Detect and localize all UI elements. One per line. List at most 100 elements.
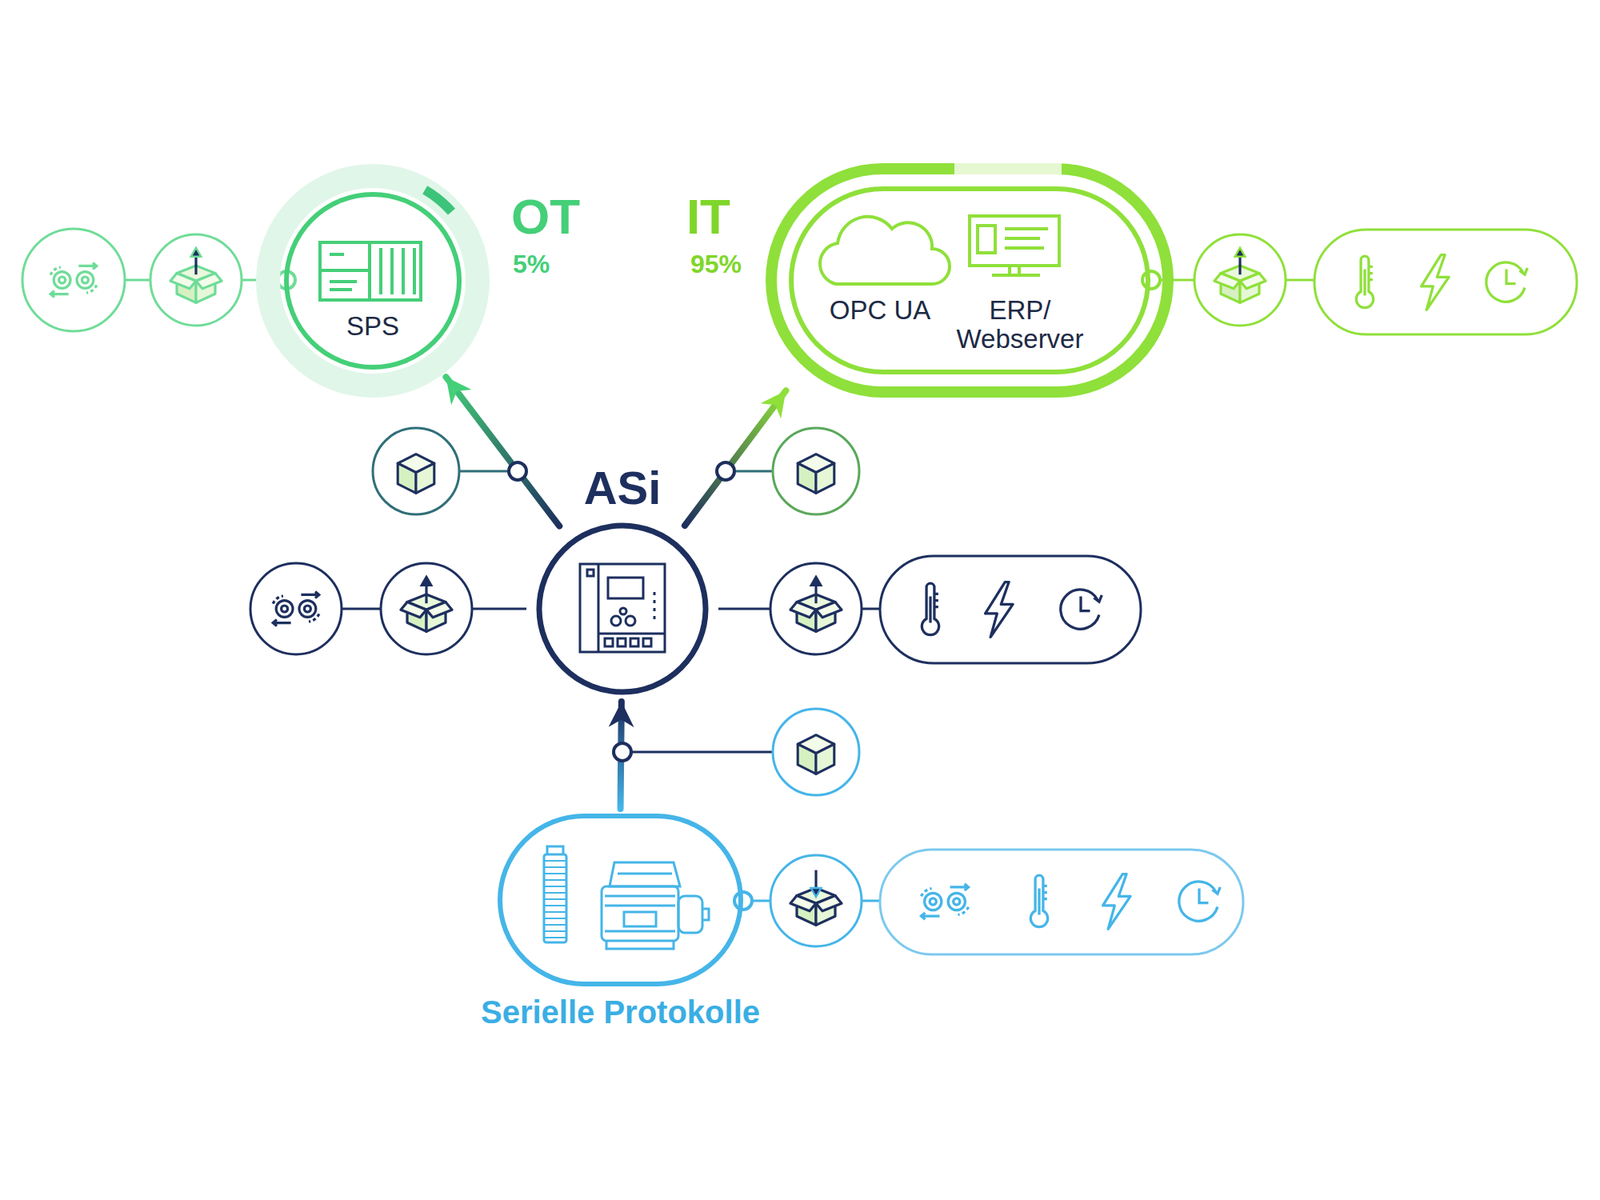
asi-device-chain [880,556,1141,664]
asi-gateway-icon [580,564,665,652]
ot-device-chain [170,248,222,304]
cloud-icon [820,216,950,284]
node-label: ERP/ Webserver [944,296,1096,355]
node-outline [286,194,460,368]
plc-icon [320,242,421,300]
data-branch [716,462,735,480]
it-capsule: IT95%OPC UAERP/ Webserver [765,163,1174,398]
serial-device-chain [770,855,862,947]
ot-device-chain [22,228,296,332]
data-branch [613,743,632,761]
serial-device-chain [1103,874,1131,930]
node-outline [255,163,491,399]
sensor-icon [544,846,567,943]
asi-circle: ASi [536,522,709,696]
serial-device-chain [790,870,842,926]
it-device-chain [1142,271,1160,289]
node-heading: Serielle Protokolle [480,996,760,1028]
motor-icon [606,940,674,949]
node-outline [791,188,1148,372]
asi-gateway-icon [625,616,636,626]
it-device-chain [1142,229,1577,335]
node-outline [539,525,706,692]
serial-device-chain [1030,875,1048,927]
motor-icon [604,896,676,932]
ot-device-chain [22,228,125,332]
asi-gateway-icon [611,616,621,626]
node-outline [268,176,478,386]
motor-icon [609,862,680,887]
node-outline [771,168,1168,392]
node-label: OPC UA [829,296,932,325]
node-label: SPS [255,312,491,341]
ot-device-chain [150,234,242,326]
node-outline [424,189,452,212]
asi-device-chain [985,582,1013,638]
asi-device-chain [380,563,472,655]
monitor-icon [992,228,1048,276]
monitor-icon [977,225,996,253]
asi-gateway-icon [608,577,644,599]
cloud-icon [820,216,950,284]
asi-gateway-icon [587,569,655,647]
data-branch [797,735,835,775]
serial-device-chain [1179,881,1220,921]
section-heading: IT [686,192,731,242]
data-branch [397,454,435,494]
motor-icon [678,896,703,933]
data-branch [797,454,835,494]
node-outline [500,816,741,984]
ot-device-chain [50,262,97,297]
monitor-icon [969,216,1060,276]
plc-icon [320,242,415,300]
serial-device-chain [734,892,752,910]
motor-icon [601,886,679,941]
data-branch [459,470,508,473]
serial-device-chain [734,849,1244,955]
it-device-chain [1194,234,1286,326]
node-outline [954,163,1062,175]
asi-device-chain [250,563,342,655]
asi-device-chain [272,591,320,626]
asi-device-chain [770,563,862,655]
asi-gateway-icon [580,564,665,652]
it-device-chain [1356,256,1373,308]
data-branch [735,470,773,473]
data-branch [772,428,860,515]
data-branch [772,708,860,796]
node-outline [497,813,744,987]
node-heading: ASi [584,464,662,512]
flow-arrow [684,390,787,526]
section-heading: OT [511,192,580,242]
plc-circle: OT5%SPS [255,163,491,399]
serial-device-chain [920,884,968,920]
asi-device-chain [921,583,939,635]
node-outline [536,522,709,696]
flow-arrow [445,376,560,526]
opcua-node: OPC UA [829,296,932,325]
asi-device-chain [790,576,842,632]
it-device-chain [1421,255,1449,311]
serial-capsule: Serielle Protokolle [497,813,744,987]
data-branch [632,751,773,754]
it-device-chain [1486,262,1528,302]
data-branch [508,462,527,480]
sensor-icon [547,846,564,855]
sensor-icon [544,854,567,943]
motor-icon [601,862,709,949]
share-percent: 95% [690,251,742,277]
plc-icon [320,242,421,300]
asi-device-chain [1060,589,1102,629]
serial-device-chain [880,849,1244,955]
node-outline [765,163,1174,398]
erp-node: ERP/ Webserver [944,296,1096,355]
motor-icon [702,908,709,920]
data-branch [372,428,460,515]
it-device-chain [1214,248,1266,304]
asi-gateway-icon [620,608,627,615]
it-device-chain [1314,229,1577,335]
motor-icon [624,912,656,927]
data-branch [372,428,860,796]
